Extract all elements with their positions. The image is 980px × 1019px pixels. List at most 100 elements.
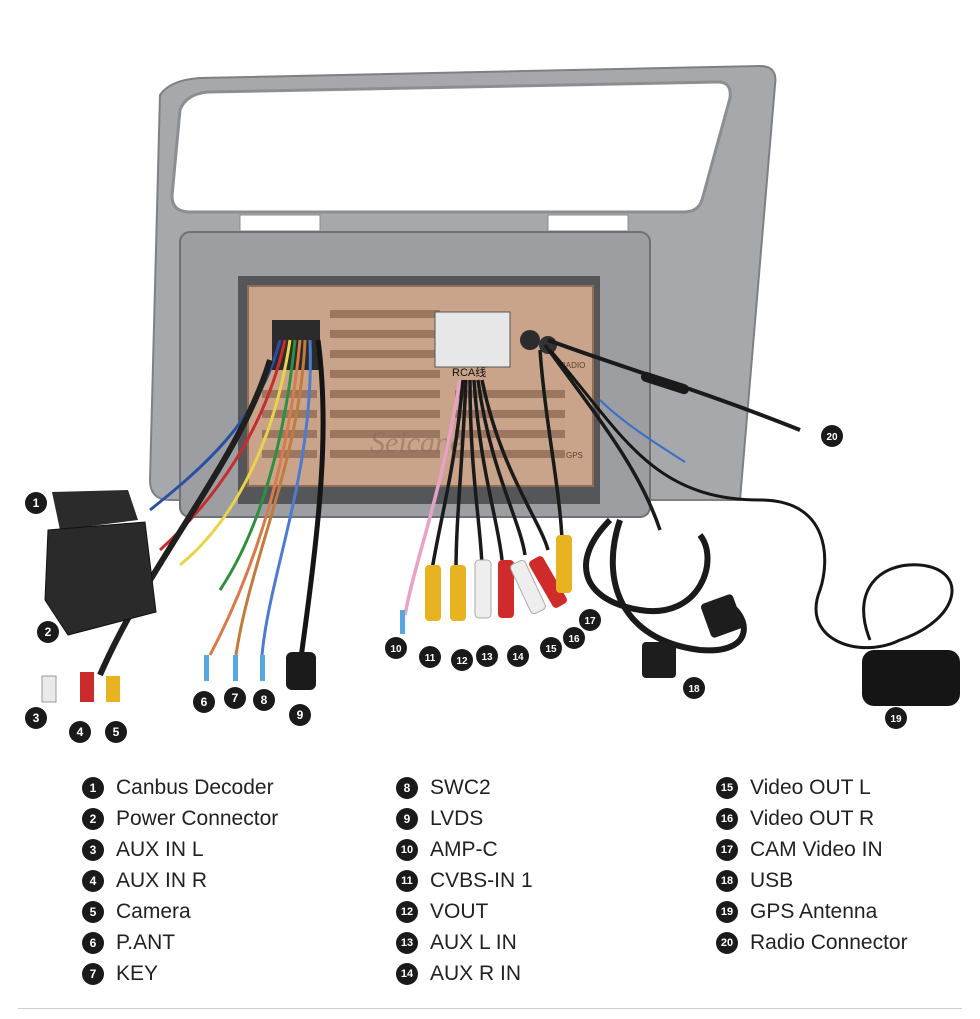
legend-item: 15 Video OUT L [716,772,908,803]
legend-label: AUX L IN [430,930,517,954]
wiring-diagram: Seicane RCA线 RADIO GPS [25,64,960,743]
bottom-divider [18,1008,962,1009]
callout-circle [419,646,441,668]
legend-label: CVBS-IN 1 [430,868,533,892]
radio-blue-wire [599,399,686,463]
callout-number: 20 [826,432,838,443]
legend-item: 12 VOUT [396,896,533,927]
legend-label: AMP-C [430,837,498,861]
legend-label: AUX R IN [430,961,522,985]
legend-number: 20 [716,931,738,954]
legend-number: 19 [716,900,738,923]
callout-circle [289,704,311,726]
callout-number: 9 [297,708,304,722]
legend-label: AUX IN R [116,868,208,892]
callout-3: 3 [25,707,47,729]
callout-circle [451,649,473,671]
legend-number: 12 [396,900,418,923]
legend-label: AUX IN L [116,837,204,861]
key-pin [233,655,238,681]
callout-circle [69,721,91,743]
callout-2: 2 [37,621,59,643]
legend-label: Video OUT L [750,775,871,799]
legend-item: 4 AUX IN R [82,865,278,896]
legend-label: SWC2 [430,775,491,799]
vout-plug [450,565,466,621]
canbus-decoder-box [52,490,138,530]
callout-number: 15 [545,644,557,655]
callout-number: 10 [390,644,402,655]
legend-number: 9 [396,807,418,830]
callout-circle [683,677,705,699]
legend-label: VOUT [430,899,489,923]
legend-number: 15 [716,776,738,799]
legend-number: 11 [396,869,418,892]
legend-number: 2 [82,807,104,830]
callout-19: 19 [885,707,907,729]
legend-label: Radio Connector [750,930,908,954]
callout-8: 8 [253,689,275,711]
legend-number: 5 [82,900,104,923]
callout-circle [579,609,601,631]
legend-number: 6 [82,931,104,954]
video-out-r-plug [529,556,567,608]
power-connector-box [44,521,157,636]
callout-number: 19 [890,714,902,725]
callout-12: 12 [451,649,473,671]
gps-antenna-puck [862,650,960,706]
mount-tab-right [547,214,629,232]
legend-label: USB [750,868,794,892]
callout-5: 5 [105,721,127,743]
callout-number: 5 [113,725,120,739]
lvds-plug [286,652,316,690]
callout-number: 14 [512,652,524,663]
callout-number: 11 [425,653,436,664]
callout-1: 1 [25,492,47,514]
callout-6: 6 [193,691,215,713]
legend-label: Canbus Decoder [116,775,274,799]
swc2-pin [260,655,265,681]
callout-circle [885,707,907,729]
legend-number: 7 [82,962,104,985]
callout-11: 11 [419,646,441,668]
callout-4: 4 [69,721,91,743]
callout-13: 13 [476,645,498,667]
legend-number: 4 [82,869,104,892]
mount-tab-left [239,214,321,232]
legend-item: 20 Radio Connector [716,927,908,958]
rca-tag: RCA线 [452,365,486,379]
legend-number: 18 [716,869,738,892]
legend-item: 13 AUX L IN [396,927,533,958]
callout-circle [821,425,843,447]
amp-c-pin [400,610,405,634]
usb-plug-1 [642,642,676,678]
callout-circle [224,687,246,709]
callout-9: 9 [289,704,311,726]
camera-plug [106,676,120,702]
frame-opening [170,80,732,214]
radio-port-label: RADIO [560,361,585,370]
legend-number: 8 [396,776,418,799]
aux-r-plug [80,672,94,702]
legend-number: 13 [396,931,418,954]
aux-l-in-plug [474,559,492,619]
callout-number: 12 [456,656,468,667]
legend-label: Video OUT R [750,806,875,830]
rca-wires [403,343,662,616]
callout-7: 7 [224,687,246,709]
gps-antenna-cable [548,349,954,650]
callout-number: 18 [688,684,700,695]
legend-label: P.ANT [116,930,176,954]
callout-number: 7 [232,691,239,705]
callout-number: 6 [201,695,208,709]
